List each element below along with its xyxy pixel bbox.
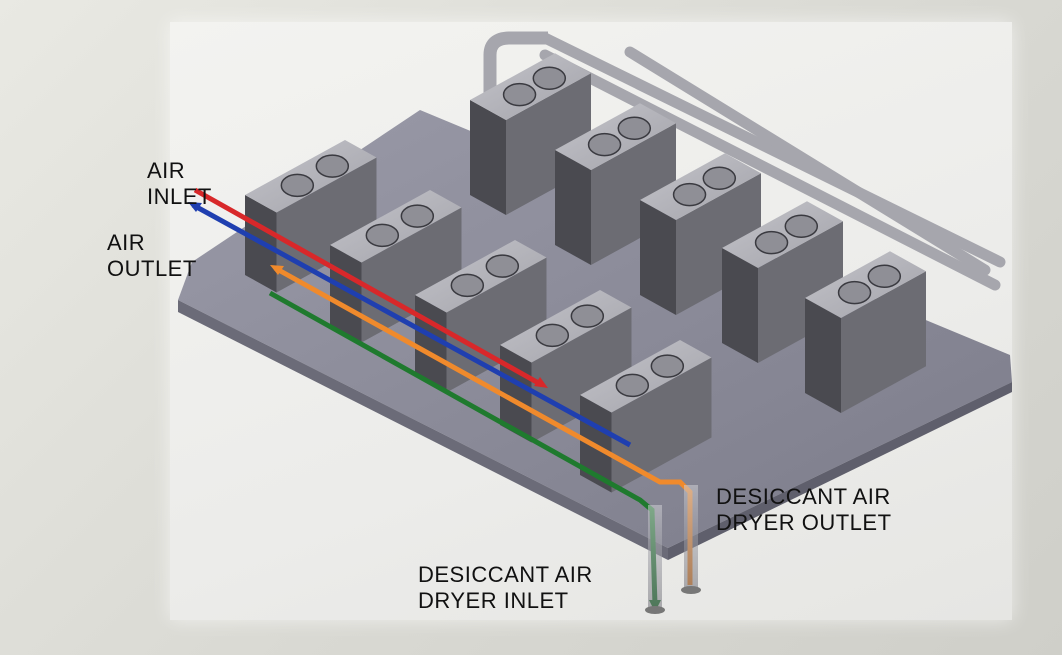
air-outlet-arrow xyxy=(188,202,202,212)
header-pipe xyxy=(624,46,991,276)
fan-icon xyxy=(485,254,520,278)
air-inlet-line xyxy=(193,187,544,388)
header-pipe xyxy=(539,32,1006,268)
dryer-inlet-label: DESICCANT AIR DRYER INLET xyxy=(418,562,593,613)
fan-icon xyxy=(365,223,400,248)
unit-side-face xyxy=(500,345,532,443)
unit-side-face xyxy=(640,200,676,315)
dryer-outlet-arrow xyxy=(270,265,284,275)
unit-side-face xyxy=(470,100,506,215)
dryer-unit xyxy=(722,201,843,363)
unit-side-face xyxy=(805,298,841,413)
unit-side-face xyxy=(555,150,591,265)
dryer-outlet-flange xyxy=(681,586,701,594)
air-outlet-line xyxy=(191,202,632,448)
air-inlet-label: AIR INLET xyxy=(147,158,212,209)
air-inlet-arrow xyxy=(534,377,548,388)
fan-icon xyxy=(702,166,737,191)
unit-front-face xyxy=(841,271,926,413)
fan-icon xyxy=(672,182,707,207)
header-elbow-pipe xyxy=(483,31,548,95)
dryer-unit xyxy=(500,290,632,443)
fan-icon xyxy=(502,82,537,107)
fan-icon xyxy=(754,230,789,255)
unit-front-face xyxy=(276,157,377,293)
unit-front-face xyxy=(611,357,712,493)
fan-icon xyxy=(570,304,605,328)
header-pipe xyxy=(539,49,1001,291)
fan-icon xyxy=(650,354,685,378)
air-outlet-label: AIR OUTLET xyxy=(107,230,197,281)
fan-icon xyxy=(615,373,650,398)
fan-icon xyxy=(535,323,570,348)
platform-edge-right xyxy=(668,382,1012,560)
fan-icon xyxy=(315,154,350,178)
fan-icon xyxy=(532,66,567,91)
fan-icon xyxy=(617,116,652,141)
unit-side-face xyxy=(722,248,758,363)
dryer-outlet-label: DESICCANT AIR DRYER OUTLET xyxy=(716,484,892,535)
dryer-outlet-drop-pipe xyxy=(684,485,698,589)
fan-icon xyxy=(587,132,622,157)
dryer-inlet-drop-pipe xyxy=(648,505,662,609)
header-pipe-rack xyxy=(483,31,1006,291)
fan-icon xyxy=(867,264,902,289)
fan-icon xyxy=(280,173,315,198)
dryer-unit xyxy=(805,251,926,413)
fan-icon xyxy=(450,273,485,298)
fan-icon xyxy=(784,214,819,239)
fan-icon xyxy=(400,204,435,228)
fan-icon xyxy=(837,280,872,305)
dryer-inlet-flange xyxy=(645,606,665,614)
unit-front-face xyxy=(531,307,632,443)
platform-edge xyxy=(178,300,668,560)
